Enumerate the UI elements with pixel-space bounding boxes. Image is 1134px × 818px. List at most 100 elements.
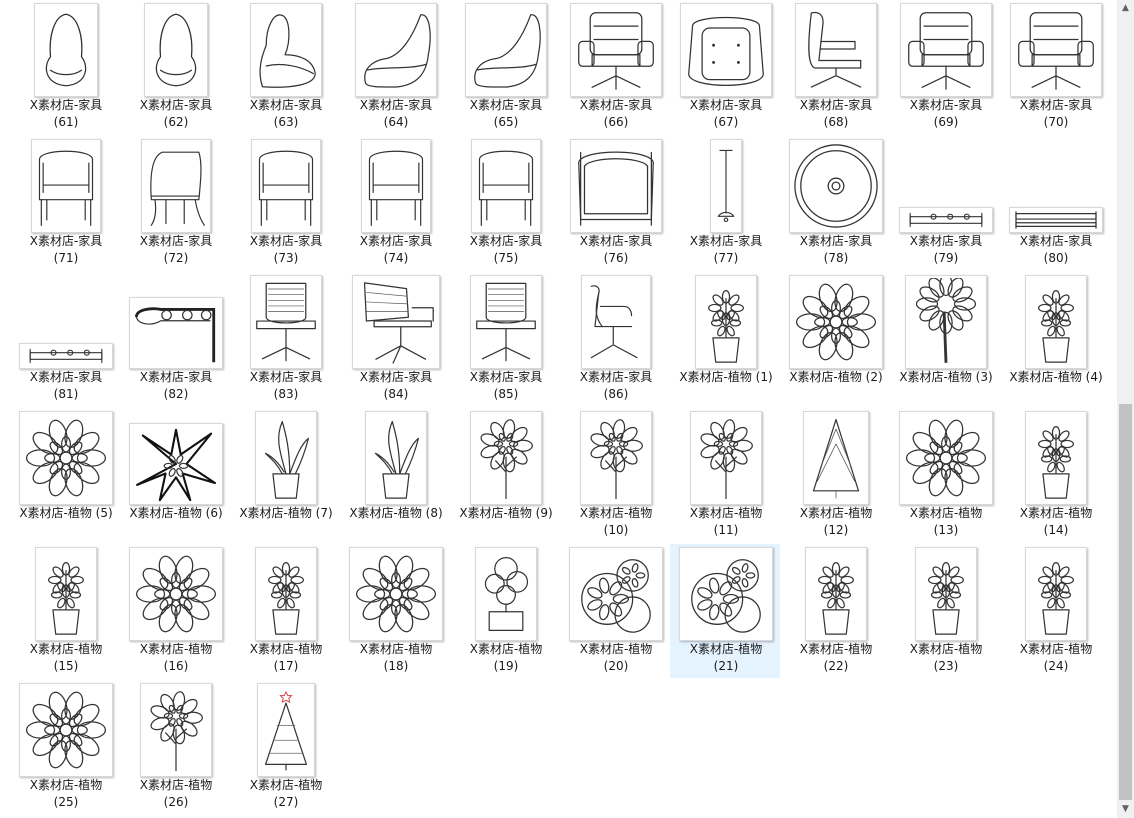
file-item[interactable]: X素材店-家具 (72) bbox=[120, 136, 230, 270]
file-thumbnail[interactable] bbox=[1001, 545, 1111, 641]
file-thumbnail[interactable] bbox=[11, 1, 121, 97]
scroll-up-arrow-icon[interactable]: ▲ bbox=[1122, 3, 1129, 13]
file-thumbnail[interactable] bbox=[121, 137, 231, 233]
file-item[interactable]: X素材店-植物 (2) bbox=[780, 272, 890, 406]
file-item[interactable]: X素材店-家具 (69) bbox=[890, 0, 1000, 134]
file-item[interactable]: X素材店-植物 (27) bbox=[230, 680, 340, 814]
file-item[interactable]: X素材店-家具 (73) bbox=[230, 136, 340, 270]
file-thumbnail[interactable] bbox=[121, 681, 231, 777]
file-item[interactable]: X素材店-家具 (67) bbox=[670, 0, 780, 134]
file-thumbnail[interactable] bbox=[11, 681, 121, 777]
file-thumbnail[interactable] bbox=[11, 545, 121, 641]
file-thumbnail[interactable] bbox=[891, 545, 1001, 641]
file-item[interactable]: X素材店-家具 (82) bbox=[120, 272, 230, 406]
file-thumbnail[interactable] bbox=[671, 409, 781, 505]
file-thumbnail[interactable] bbox=[451, 1, 561, 97]
file-thumbnail[interactable] bbox=[671, 1, 781, 97]
file-item[interactable]: X素材店-植物 (16) bbox=[120, 544, 230, 678]
file-thumbnail[interactable] bbox=[781, 1, 891, 97]
file-thumbnail[interactable] bbox=[11, 273, 121, 369]
file-thumbnail[interactable] bbox=[1001, 273, 1111, 369]
file-item[interactable]: X素材店-植物 (14) bbox=[1000, 408, 1110, 542]
file-thumbnail[interactable] bbox=[121, 1, 231, 97]
file-item[interactable]: X素材店-家具 (85) bbox=[450, 272, 560, 406]
file-thumbnail[interactable] bbox=[561, 1, 671, 97]
file-thumbnail[interactable] bbox=[891, 273, 1001, 369]
file-item[interactable]: X素材店-家具 (80) bbox=[1000, 136, 1110, 270]
file-thumbnail[interactable] bbox=[231, 137, 341, 233]
file-thumbnail[interactable] bbox=[341, 1, 451, 97]
file-thumbnail[interactable] bbox=[451, 137, 561, 233]
file-thumbnail[interactable] bbox=[121, 273, 231, 369]
file-thumbnail[interactable] bbox=[11, 137, 121, 233]
file-thumbnail[interactable] bbox=[341, 273, 451, 369]
file-thumbnail[interactable] bbox=[1001, 409, 1111, 505]
file-item[interactable]: X素材店-家具 (84) bbox=[340, 272, 450, 406]
file-item[interactable]: X素材店-植物 (9) bbox=[450, 408, 560, 542]
file-item[interactable]: X素材店-家具 (65) bbox=[450, 0, 560, 134]
scrollbar-thumb[interactable] bbox=[1119, 404, 1132, 800]
file-thumbnail[interactable] bbox=[1001, 1, 1111, 97]
file-item[interactable]: X素材店-植物 (4) bbox=[1000, 272, 1110, 406]
file-thumbnail[interactable] bbox=[891, 137, 1001, 233]
file-thumbnail[interactable] bbox=[1001, 137, 1111, 233]
file-thumbnail[interactable] bbox=[561, 137, 671, 233]
file-item[interactable]: X素材店-植物 (22) bbox=[780, 544, 890, 678]
file-thumbnail[interactable] bbox=[121, 545, 231, 641]
file-item[interactable]: X素材店-家具 (61) bbox=[10, 0, 120, 134]
file-item[interactable]: X素材店-植物 (12) bbox=[780, 408, 890, 542]
file-item[interactable]: X素材店-家具 (74) bbox=[340, 136, 450, 270]
file-item[interactable]: X素材店-植物 (8) bbox=[340, 408, 450, 542]
file-item[interactable]: X素材店-植物 (26) bbox=[120, 680, 230, 814]
file-item[interactable]: X素材店-植物 (10) bbox=[560, 408, 670, 542]
file-item[interactable]: X素材店-植物 (17) bbox=[230, 544, 340, 678]
file-item[interactable]: X素材店-植物 (23) bbox=[890, 544, 1000, 678]
file-item[interactable]: X素材店-家具 (68) bbox=[780, 0, 890, 134]
file-thumbnail[interactable] bbox=[121, 409, 231, 505]
file-thumbnail[interactable] bbox=[451, 273, 561, 369]
file-thumbnail[interactable] bbox=[781, 273, 891, 369]
file-thumbnail[interactable] bbox=[781, 137, 891, 233]
file-thumbnail[interactable] bbox=[561, 273, 671, 369]
file-item[interactable]: X素材店-植物 (19) bbox=[450, 544, 560, 678]
file-item[interactable]: X素材店-植物 (7) bbox=[230, 408, 340, 542]
file-thumbnail[interactable] bbox=[341, 137, 451, 233]
file-thumbnail[interactable] bbox=[891, 409, 1001, 505]
file-item[interactable]: X素材店-植物 (13) bbox=[890, 408, 1000, 542]
file-thumbnail[interactable] bbox=[231, 409, 341, 505]
file-item[interactable]: X素材店-家具 (63) bbox=[230, 0, 340, 134]
scroll-down-arrow-icon[interactable]: ▼ bbox=[1122, 804, 1129, 814]
file-thumbnail[interactable] bbox=[231, 273, 341, 369]
file-item[interactable]: X素材店-植物 (15) bbox=[10, 544, 120, 678]
file-thumbnail[interactable] bbox=[451, 545, 561, 641]
file-item[interactable]: X素材店-植物 (20) bbox=[560, 544, 670, 678]
file-item[interactable]: X素材店-植物 (21) bbox=[670, 544, 780, 678]
file-item[interactable]: X素材店-植物 (25) bbox=[10, 680, 120, 814]
file-thumbnail[interactable] bbox=[231, 545, 341, 641]
file-item[interactable]: X素材店-家具 (62) bbox=[120, 0, 230, 134]
file-thumbnail[interactable] bbox=[231, 1, 341, 97]
file-item[interactable]: X素材店-家具 (86) bbox=[560, 272, 670, 406]
file-thumbnail[interactable] bbox=[561, 545, 671, 641]
file-thumbnail[interactable] bbox=[671, 273, 781, 369]
file-thumbnail[interactable] bbox=[341, 409, 451, 505]
file-item[interactable]: X素材店-植物 (11) bbox=[670, 408, 780, 542]
file-item[interactable]: X素材店-家具 (64) bbox=[340, 0, 450, 134]
file-item[interactable]: X素材店-植物 (3) bbox=[890, 272, 1000, 406]
file-thumbnail[interactable] bbox=[451, 409, 561, 505]
file-thumbnail[interactable] bbox=[671, 137, 781, 233]
file-thumbnail[interactable] bbox=[561, 409, 671, 505]
file-item[interactable]: X素材店-植物 (18) bbox=[340, 544, 450, 678]
vertical-scrollbar[interactable]: ▲ ▼ bbox=[1117, 0, 1134, 818]
file-item[interactable]: X素材店-家具 (70) bbox=[1000, 0, 1110, 134]
file-item[interactable]: X素材店-家具 (75) bbox=[450, 136, 560, 270]
file-item[interactable]: X素材店-家具 (81) bbox=[10, 272, 120, 406]
file-item[interactable]: X素材店-家具 (66) bbox=[560, 0, 670, 134]
file-thumbnail[interactable] bbox=[781, 545, 891, 641]
file-item[interactable]: X素材店-家具 (71) bbox=[10, 136, 120, 270]
file-thumbnail[interactable] bbox=[341, 545, 451, 641]
file-item[interactable]: X素材店-家具 (79) bbox=[890, 136, 1000, 270]
file-item[interactable]: X素材店-家具 (78) bbox=[780, 136, 890, 270]
file-thumbnail[interactable] bbox=[231, 681, 341, 777]
file-item[interactable]: X素材店-植物 (1) bbox=[670, 272, 780, 406]
